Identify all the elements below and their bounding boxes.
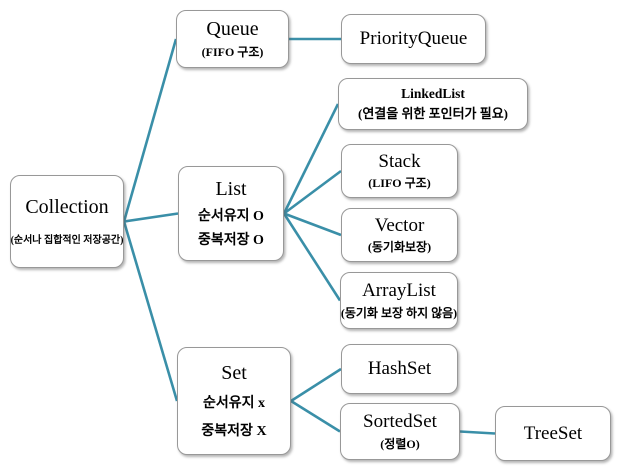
node-treeset: TreeSet	[495, 406, 611, 461]
node-note: 순서유지 x	[202, 396, 266, 412]
edge-collection-queue	[122, 38, 178, 222]
node-priorityqueue: PriorityQueue	[341, 14, 486, 64]
node-note: (정렬O)	[380, 436, 420, 451]
node-label: Set	[221, 362, 247, 385]
node-set: Set 순서유지 x 중복저장 X	[177, 347, 291, 455]
node-collection: Collection (순서나 집합적인 저장공간)	[10, 175, 124, 268]
node-label: List	[215, 177, 247, 200]
edge-list-arraylist	[282, 212, 342, 302]
node-stack: Stack (LIFO 구조)	[341, 144, 458, 198]
node-label: HashSet	[367, 358, 432, 380]
node-queue: Queue (FIFO 구조)	[176, 10, 289, 68]
edge-list-vector	[283, 212, 342, 237]
node-note: (LIFO 구조)	[368, 175, 431, 190]
node-note: 순서유지 O	[198, 208, 264, 224]
node-label: LinkedList	[401, 86, 465, 102]
node-label: ArrayList	[362, 280, 436, 302]
edge-set-sortedset	[290, 399, 341, 433]
edge-list-stack	[283, 169, 342, 215]
node-label: Stack	[378, 151, 421, 173]
node-note: (연결을 위한 포인터가 필요)	[358, 105, 508, 121]
node-linkedlist: LinkedList (연결을 위한 포인터가 필요)	[338, 78, 528, 130]
node-hashset: HashSet	[341, 344, 458, 394]
node-note: (순서나 집합적인 저장공간)	[10, 235, 124, 247]
node-note: 중복저장 O	[198, 232, 264, 248]
node-vector: Vector (동기화보장)	[341, 208, 458, 262]
node-label: Queue	[206, 18, 259, 41]
edge-collection-list	[123, 212, 179, 223]
edge-sortedset-treeset	[459, 430, 496, 435]
edge-collection-set	[122, 221, 179, 402]
node-label: Collection	[25, 195, 109, 218]
node-label: SortedSet	[363, 411, 437, 433]
node-arraylist: ArrayList (동기화 보장 하지 않음)	[340, 272, 458, 329]
node-label: TreeSet	[523, 422, 583, 444]
node-note: 중복저장 X	[201, 423, 267, 439]
node-list: List 순서유지 O 중복저장 O	[178, 166, 284, 261]
edge-list-linkedlist	[282, 103, 340, 215]
edge-set-hashset	[290, 367, 342, 403]
node-note: (동기화보장)	[367, 239, 432, 254]
node-note: (FIFO 구조)	[201, 44, 264, 59]
node-sortedset: SortedSet (정렬O)	[340, 403, 460, 460]
node-label: PriorityQueue	[359, 28, 468, 50]
node-label: Vector	[374, 215, 425, 237]
node-note: (동기화 보장 하지 않음)	[340, 305, 458, 320]
